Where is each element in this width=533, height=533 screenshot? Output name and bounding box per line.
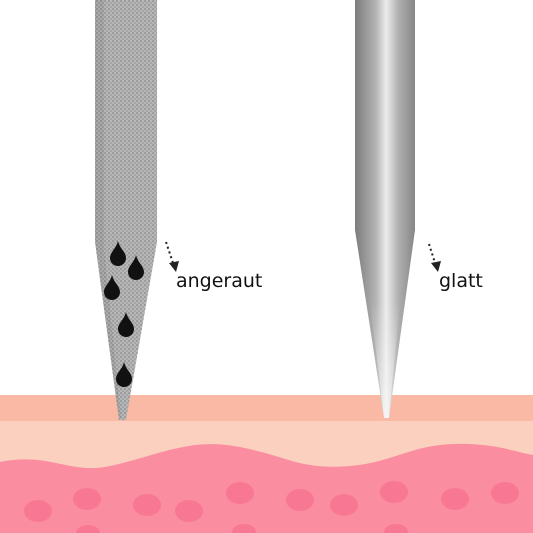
rough-needle-label: angeraut (176, 270, 263, 292)
dotted-arrow-icon (428, 243, 441, 272)
smooth-needle-body (355, 0, 415, 418)
smooth-needle-tip-glow (370, 300, 400, 418)
smooth-arrow-head (431, 261, 441, 272)
smooth-needle-icon (355, 0, 415, 418)
textured-needle-icon (95, 0, 157, 420)
skin-cell (73, 488, 101, 510)
skin-cell (175, 500, 203, 522)
skin-cell (330, 494, 358, 516)
skin-cell (133, 494, 161, 516)
dermis-layer (0, 443, 533, 533)
skin-cell (491, 482, 519, 504)
skin-top-layer (0, 395, 533, 423)
ink-drop-icon (104, 275, 120, 300)
ink-drop-icon (128, 255, 144, 280)
skin-cell (76, 525, 100, 533)
skin-cell (286, 489, 314, 511)
dotted-arrow-icon (165, 241, 179, 272)
smooth-arrow-line (428, 243, 437, 267)
ink-drop-icon (118, 312, 134, 337)
ink-drop-icon (116, 362, 132, 387)
skin-cell (226, 482, 254, 504)
skin-cell (384, 524, 408, 533)
smooth-needle-label: glatt (439, 270, 483, 292)
rough-needle-shade (95, 0, 121, 420)
ink-drop-icon (110, 241, 126, 266)
skin-cell (441, 488, 469, 510)
skin-cell (232, 524, 256, 533)
rough-arrow-line (165, 241, 175, 267)
skin-cell (24, 500, 52, 522)
rough-arrow-head (169, 261, 179, 272)
skin-cell (380, 481, 408, 503)
ink-drops (104, 241, 144, 387)
rough-needle-body (95, 0, 157, 420)
skin-cells (24, 481, 519, 533)
